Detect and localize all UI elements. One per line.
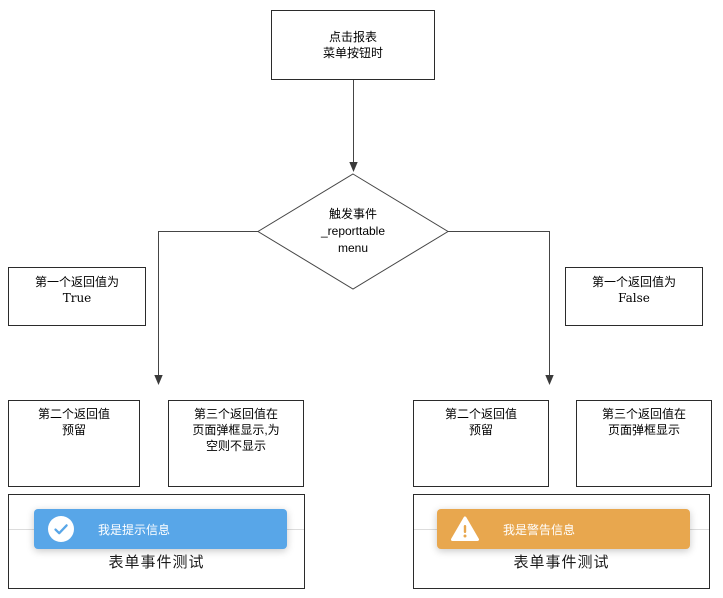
decision-label: 触发事件 _reporttable menu	[278, 206, 428, 257]
connector-right-branch	[448, 231, 550, 376]
warning-triangle-icon	[451, 516, 479, 541]
condition-true-line1: 第一个返回值为	[34, 275, 119, 289]
left-result1-line2: 预留	[61, 423, 86, 437]
condition-true-box: 第一个返回值为 True	[8, 267, 146, 326]
right-result2-line1: 第三个返回值在	[601, 407, 686, 421]
right-result1-line2: 预留	[468, 423, 493, 437]
right-result2-box: 第三个返回值在 页面弹框显示	[576, 400, 712, 487]
info-toast-text: 我是提示信息	[98, 522, 171, 537]
arrowhead-down-icon	[154, 375, 163, 385]
condition-false-line1: 第一个返回值为	[591, 275, 676, 289]
warning-toast: 我是警告信息	[437, 509, 690, 549]
left-result2-line1: 第三个返回值在	[193, 407, 278, 421]
start-box-line2: 菜单按钮时	[322, 46, 383, 60]
right-result1-line1: 第二个返回值	[444, 407, 517, 421]
left-result2-line3: 空则不显示	[205, 439, 266, 453]
info-preview-panel: 我是提示信息 表单事件测试	[8, 494, 305, 589]
decision-diamond	[257, 173, 449, 290]
decision-line3: menu	[337, 241, 369, 255]
condition-true-value: True	[62, 291, 92, 305]
condition-false-box: 第一个返回值为 False	[565, 267, 703, 326]
arrowhead-down-icon	[545, 375, 554, 385]
condition-false-value: False	[618, 291, 650, 305]
info-toast: 我是提示信息	[34, 509, 287, 549]
connector-left-branch	[158, 231, 258, 376]
left-result2-box: 第三个返回值在 页面弹框显示,为 空则不显示	[168, 400, 304, 487]
form-title: 表单事件测试	[513, 554, 610, 571]
right-result2-line2: 页面弹框显示	[607, 423, 680, 437]
warning-preview-panel: 我是警告信息 表单事件测试	[413, 494, 710, 589]
decision-line2: _reporttable	[320, 224, 386, 238]
start-box-line1: 点击报表	[328, 30, 377, 44]
decision-line1: 触发事件	[328, 207, 377, 221]
start-box: 点击报表 菜单按钮时	[271, 10, 435, 80]
arrowhead-down-icon	[349, 162, 358, 172]
check-circle-icon	[48, 516, 74, 542]
warning-toast-text: 我是警告信息	[503, 522, 576, 537]
left-result1-line1: 第二个返回值	[37, 407, 110, 421]
left-result2-line2: 页面弹框显示,为	[192, 423, 280, 437]
form-title: 表单事件测试	[108, 554, 205, 571]
left-result1-box: 第二个返回值 预留	[8, 400, 140, 487]
right-result1-box: 第二个返回值 预留	[413, 400, 549, 487]
